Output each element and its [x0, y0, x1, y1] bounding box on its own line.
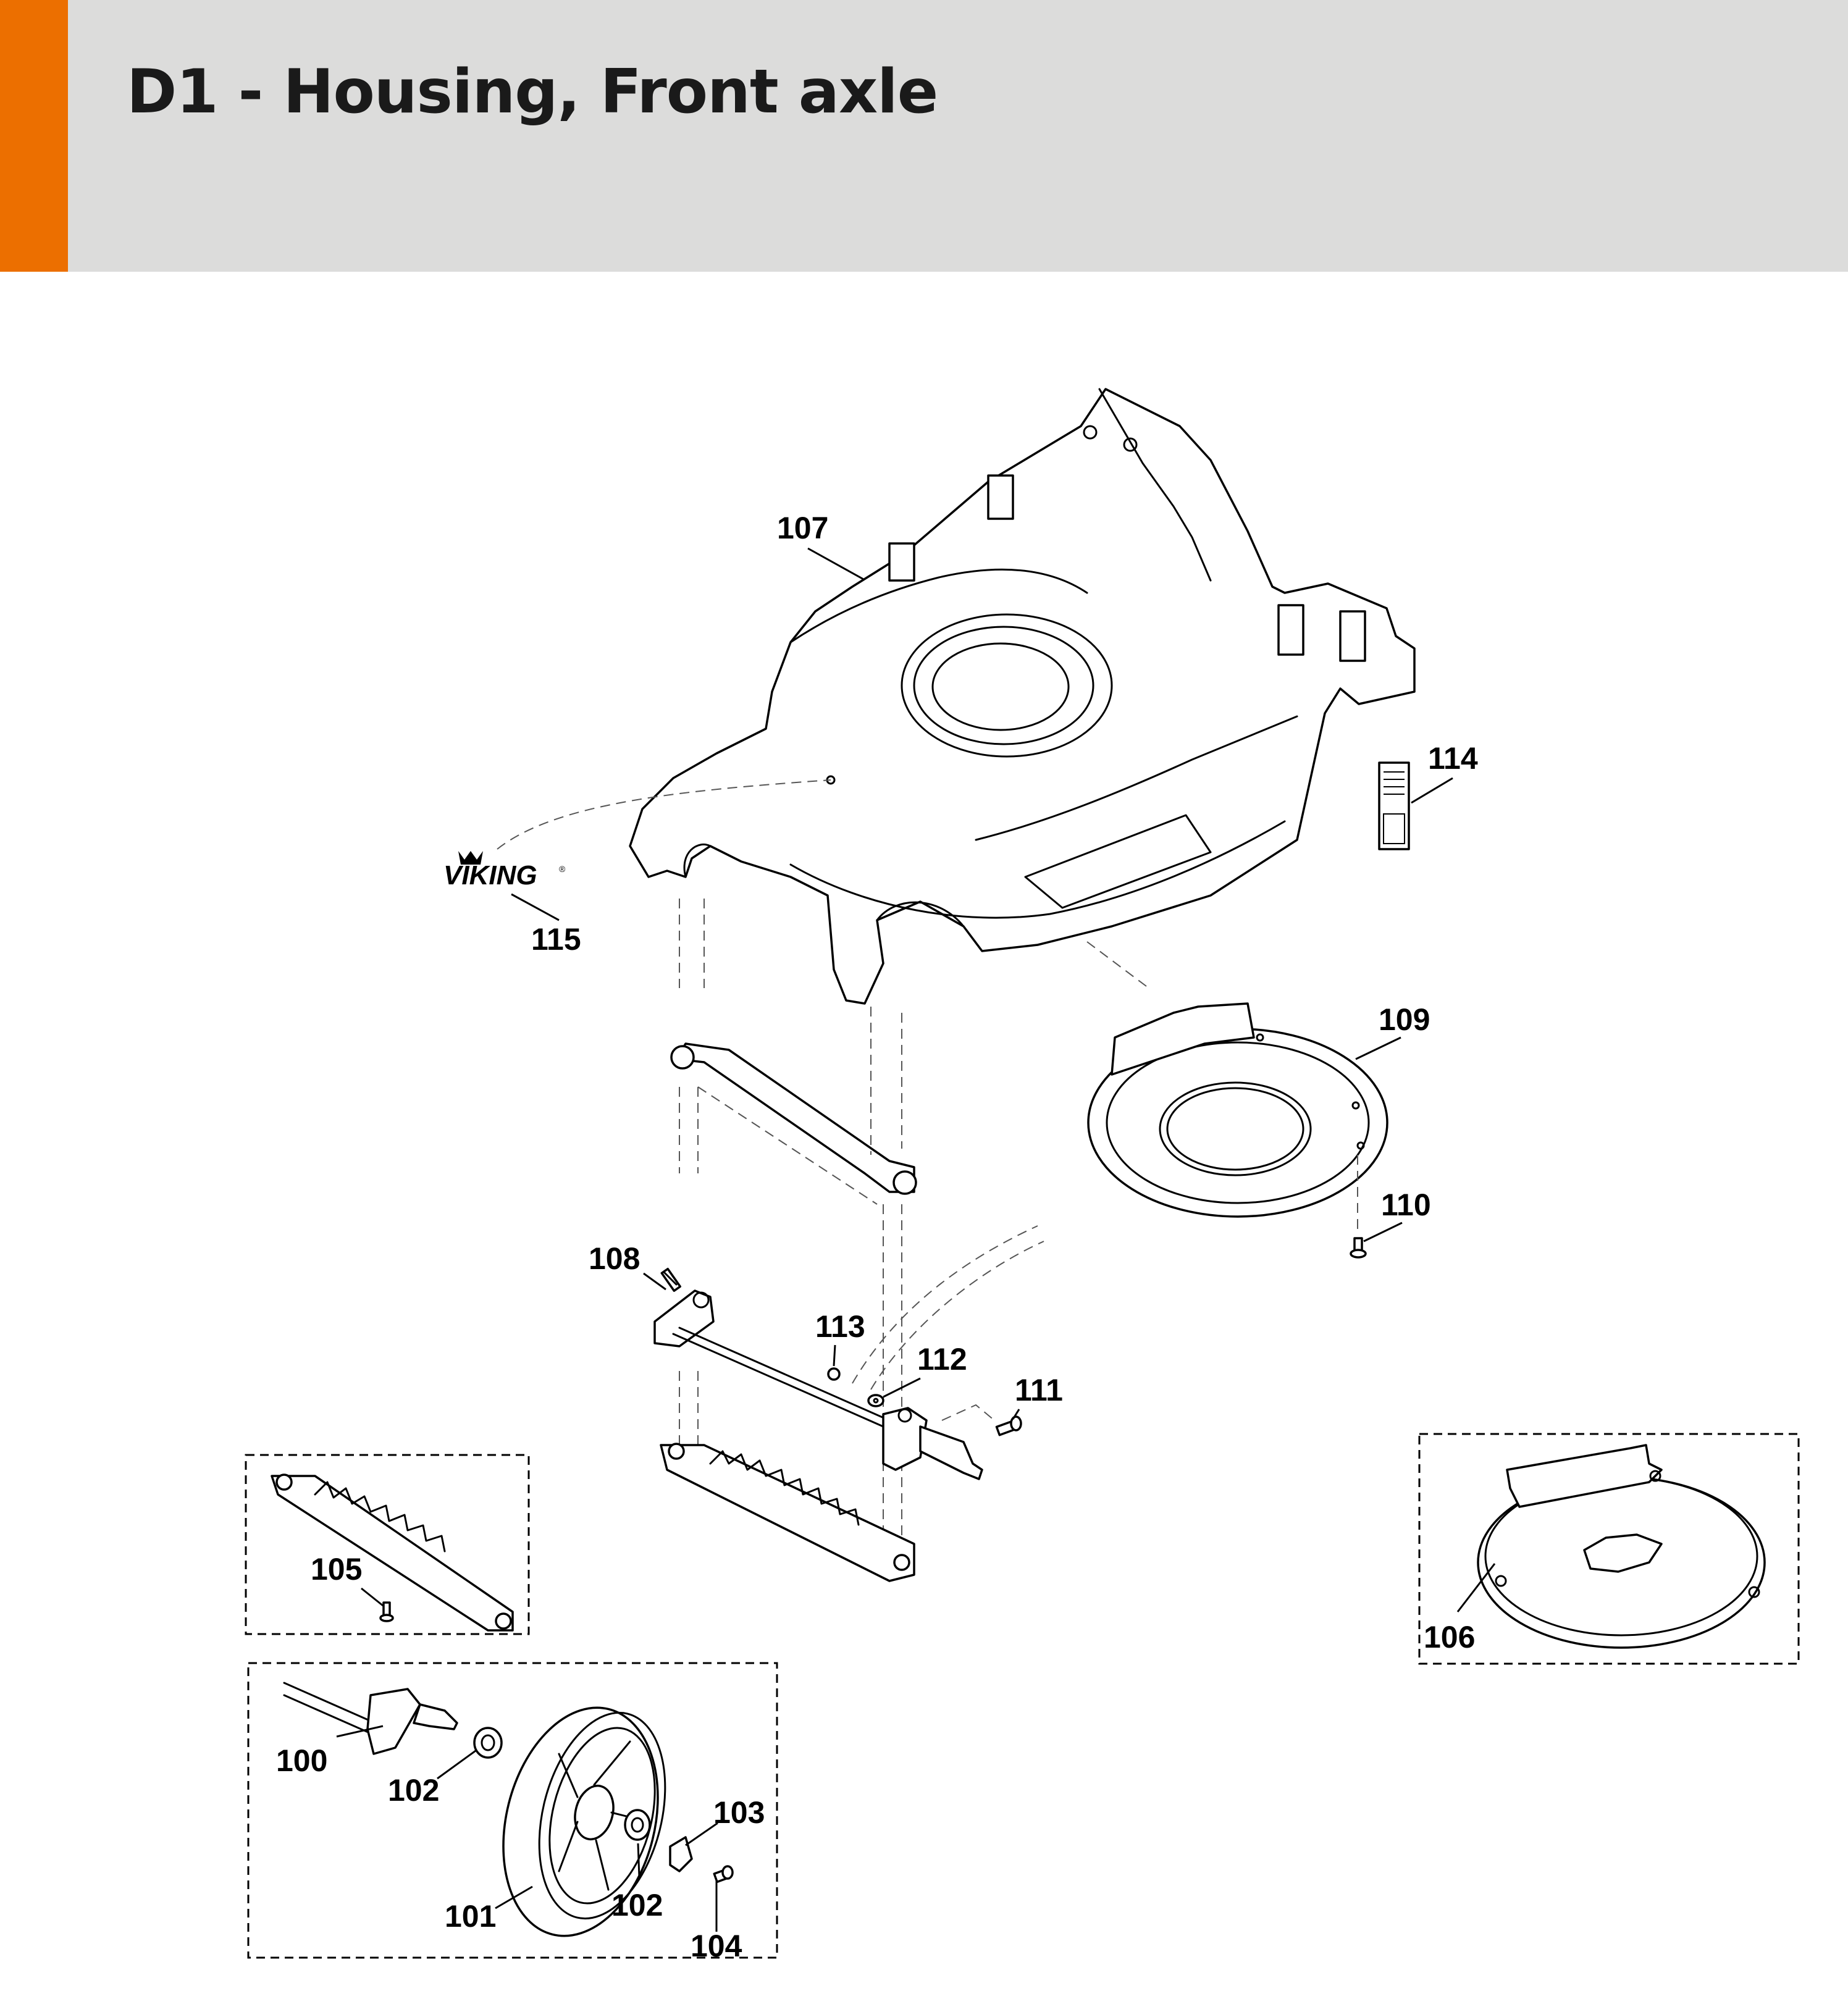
- front-bar-upper: [670, 1042, 917, 1205]
- page-header: D1 - Housing, Front axle: [0, 0, 1848, 272]
- detail-box-105: [245, 1454, 530, 1635]
- screw-105: [379, 1601, 394, 1622]
- part-label-115: 115: [531, 922, 581, 957]
- nut-113: [827, 1367, 841, 1381]
- part-label-114: 114: [1428, 741, 1478, 776]
- viking-logo-text: VIKING: [443, 860, 537, 891]
- part-label-104: 104: [691, 1929, 742, 1963]
- part-label-106: 106: [1424, 1620, 1475, 1654]
- screw-111: [995, 1415, 1022, 1436]
- leader-106: [1456, 1563, 1496, 1612]
- leader-101: [495, 1885, 533, 1909]
- wheel-101: [502, 1706, 666, 1937]
- part-label-107: 107: [777, 511, 828, 545]
- leader-113: [833, 1344, 836, 1367]
- washer-112: [867, 1394, 884, 1407]
- cover-plate-106: [1477, 1444, 1766, 1649]
- label-sticker-114: [1378, 761, 1410, 850]
- part-label-109: 109: [1379, 1002, 1430, 1037]
- leader-109: [1355, 1036, 1401, 1060]
- front-axle-108: [653, 1267, 983, 1480]
- part-label-108: 108: [589, 1241, 640, 1276]
- bushing-102-outer: [624, 1809, 651, 1841]
- leader-107: [807, 547, 864, 581]
- part-label-101: 101: [445, 1899, 496, 1934]
- detail-box-106: [1418, 1433, 1800, 1665]
- leader-111: [1012, 1409, 1020, 1420]
- part-label-102b: 102: [611, 1888, 663, 1922]
- part-label-102a: 102: [388, 1773, 439, 1808]
- screw-110: [1350, 1237, 1367, 1259]
- leader-105: [361, 1587, 384, 1607]
- part-label-110: 110: [1381, 1188, 1431, 1222]
- leader-110: [1363, 1222, 1403, 1243]
- discharge-deflector-109: [1087, 1002, 1388, 1218]
- cutter-bar-105: [271, 1473, 514, 1632]
- part-label-105: 105: [311, 1552, 362, 1587]
- page-title: D1 - Housing, Front axle: [127, 57, 938, 127]
- leader-112: [883, 1377, 921, 1398]
- leader-102b: [637, 1843, 640, 1878]
- leader-100: [336, 1725, 384, 1738]
- logo-guide-line: [497, 779, 831, 850]
- bushing-102-inner: [473, 1727, 503, 1759]
- dashed-strip: [852, 1225, 1044, 1390]
- leader-102a: [437, 1750, 476, 1780]
- screw-104: [713, 1865, 734, 1884]
- housing-107: [629, 388, 1416, 1005]
- guide-line: [1086, 941, 1149, 989]
- detail-box-wheel: [247, 1662, 778, 1959]
- guide-line: [941, 1404, 995, 1421]
- accent-bar: [0, 0, 68, 272]
- leader-103: [685, 1822, 718, 1846]
- leader-115: [511, 893, 560, 921]
- cutter-bar-lower: [660, 1443, 915, 1582]
- part-label-100: 100: [276, 1743, 327, 1778]
- part-label-113: 113: [815, 1309, 865, 1344]
- viking-logo-115: VIKING ®: [443, 851, 566, 891]
- part-label-103: 103: [713, 1795, 765, 1830]
- part-label-112: 112: [917, 1342, 967, 1377]
- leader-108: [643, 1272, 666, 1291]
- leader-114: [1411, 777, 1453, 804]
- part-label-111: 111: [1015, 1373, 1063, 1407]
- svg-text:®: ®: [559, 864, 566, 874]
